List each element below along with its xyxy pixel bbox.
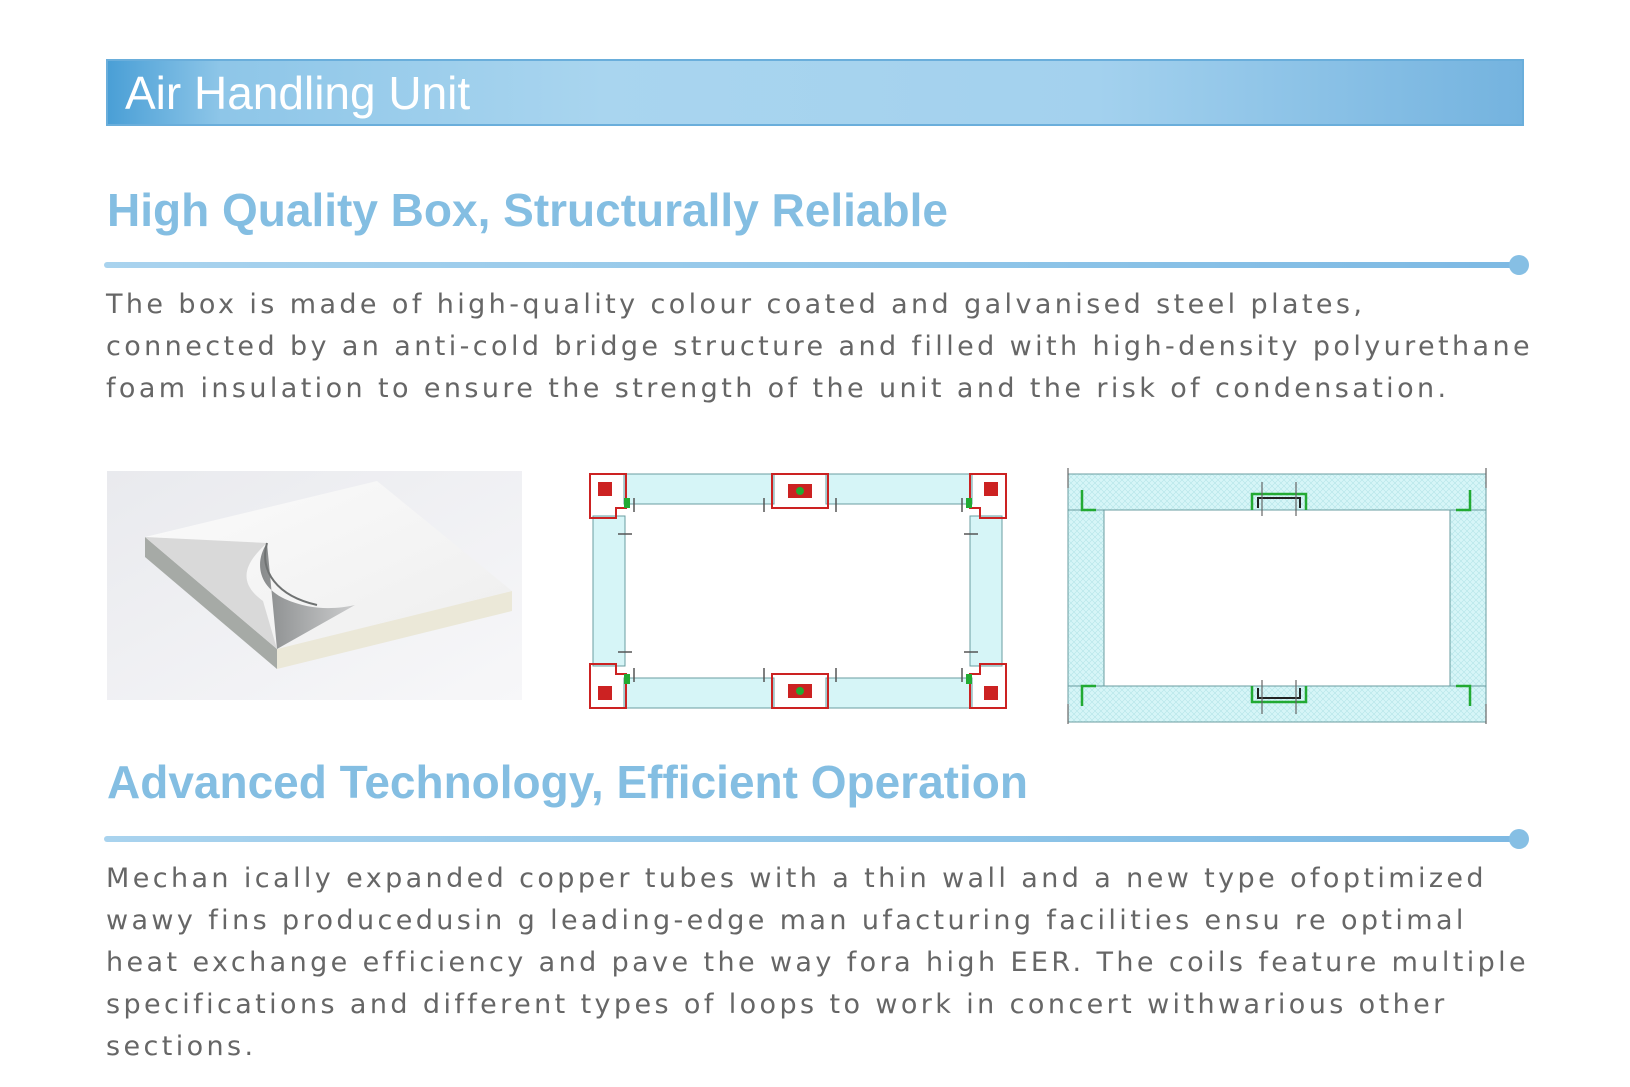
page-title-bar: Air Handling Unit xyxy=(106,59,1524,126)
panel-sample-illustration xyxy=(107,471,522,700)
section-heading-box-quality: High Quality Box, Structurally Reliable xyxy=(107,184,948,236)
frameless-panel-frame-diagram xyxy=(1062,468,1492,731)
section-divider xyxy=(104,255,1529,275)
panel-sample-image xyxy=(107,471,522,700)
section-body-text-box: The box is made of high-quality colour c… xyxy=(106,289,1534,404)
page-title: Air Handling Unit xyxy=(125,67,471,119)
divider-dot xyxy=(1509,255,1529,275)
section-body-text-technology: Mechan ically expanded copper tubes with… xyxy=(106,863,1530,1062)
section-divider xyxy=(104,829,1529,849)
aluminum-profile-frame-diagram xyxy=(588,468,1008,719)
divider-dot xyxy=(1509,829,1529,849)
section-heading-technology: Advanced Technology, Efficient Operation xyxy=(107,756,1028,808)
